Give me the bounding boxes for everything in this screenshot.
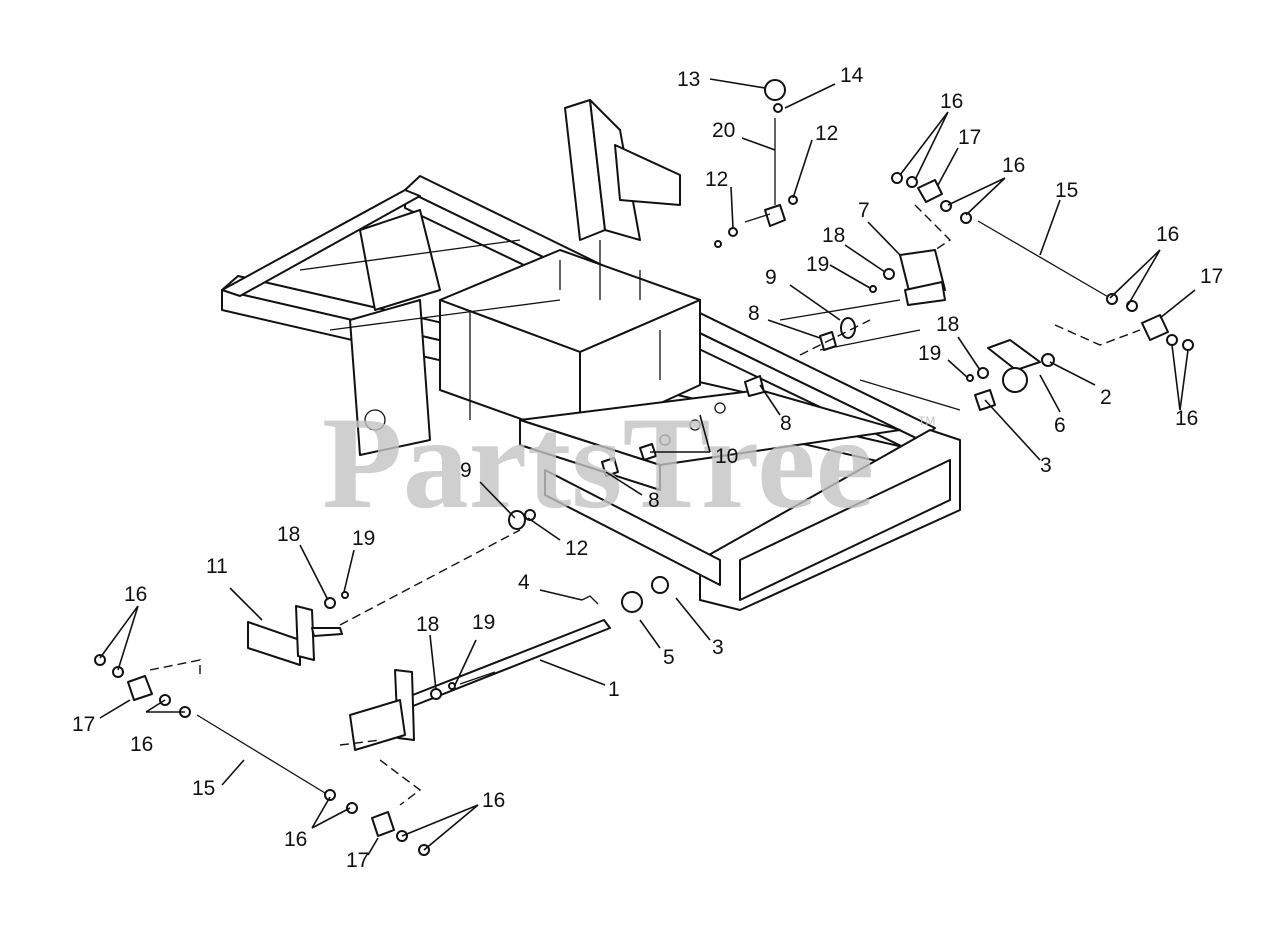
callout-18: 18 <box>936 313 959 336</box>
callout-16: 16 <box>1002 154 1025 177</box>
callout-19: 19 <box>806 253 829 276</box>
callout-20: 20 <box>712 119 735 142</box>
callout-12: 12 <box>815 122 838 145</box>
callout-17: 17 <box>1200 265 1223 288</box>
callout-12: 12 <box>705 168 728 191</box>
callout-7: 7 <box>858 199 870 222</box>
callout-18: 18 <box>277 523 300 546</box>
callout-5: 5 <box>663 646 675 669</box>
callout-8: 8 <box>780 412 792 435</box>
rod-part <box>977 220 1111 299</box>
callout-8: 8 <box>648 489 660 512</box>
callout-12: 12 <box>565 537 588 560</box>
callout-19: 19 <box>352 527 375 550</box>
knob-part <box>764 79 786 101</box>
callout-18: 18 <box>416 613 439 636</box>
callout-17: 17 <box>72 713 95 736</box>
callout-18: 18 <box>822 224 845 247</box>
callout-15: 15 <box>192 777 215 800</box>
watermark: PartsTree <box>322 389 874 536</box>
callout-16: 16 <box>130 733 153 756</box>
callout-9: 9 <box>460 459 472 482</box>
callout-16: 16 <box>940 90 963 113</box>
callout-8: 8 <box>748 302 760 325</box>
tractor-frame <box>221 99 961 611</box>
callout-17: 17 <box>958 126 981 149</box>
callout-19: 19 <box>472 611 495 634</box>
callout-13: 13 <box>677 68 700 91</box>
callout-19: 19 <box>918 342 941 365</box>
callout-16: 16 <box>1175 407 1198 430</box>
callout-9: 9 <box>765 266 777 289</box>
leader-lines <box>99 78 1196 856</box>
callout-16: 16 <box>124 583 147 606</box>
watermark-tm: TM <box>918 414 935 428</box>
callout-16: 16 <box>284 828 307 851</box>
callout-4: 4 <box>518 571 530 594</box>
callout-3: 3 <box>712 636 724 659</box>
callout-10: 10 <box>715 445 738 468</box>
callout-6: 6 <box>1054 414 1066 437</box>
callout-2: 2 <box>1100 386 1112 409</box>
callout-labels: 13 14 20 12 12 16 17 16 15 7 18 19 9 8 1… <box>72 64 1223 872</box>
alignment-lines <box>149 204 1141 806</box>
callout-1: 1 <box>608 678 620 701</box>
callout-3: 3 <box>1040 454 1052 477</box>
left-bracket-part <box>247 621 301 666</box>
callout-11: 11 <box>206 555 228 578</box>
rod-part-lower <box>196 714 326 794</box>
callout-14: 14 <box>840 64 864 87</box>
callout-16: 16 <box>482 789 505 812</box>
callout-16: 16 <box>1156 223 1179 246</box>
callout-15: 15 <box>1055 179 1078 202</box>
pivot-bracket-part <box>987 339 1041 371</box>
callout-17: 17 <box>346 849 369 872</box>
